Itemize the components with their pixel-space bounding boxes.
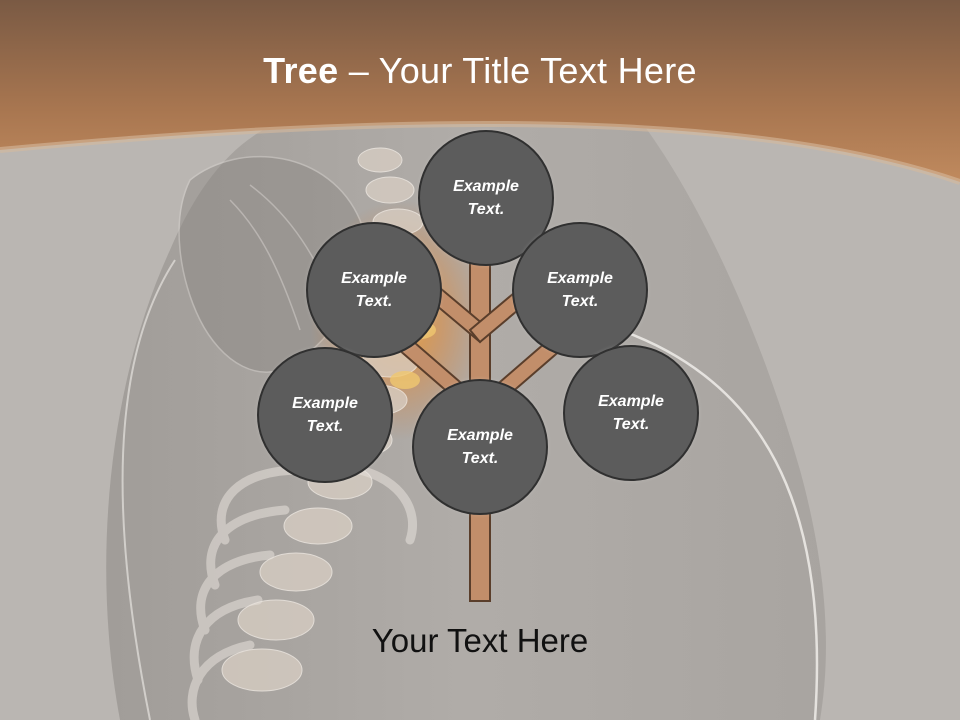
footer-text: Your Text Here <box>371 622 589 659</box>
tree-node-upper-left: Example Text. <box>306 222 442 358</box>
tree-node-center: Example Text. <box>412 379 548 515</box>
title-rest: – Your Title Text Here <box>338 50 697 91</box>
header-band <box>0 0 960 182</box>
tree-node-text: Example Text. <box>292 395 358 435</box>
title-bold: Tree <box>263 50 339 91</box>
tree-node-lower-right: Example Text. <box>563 345 699 481</box>
tree-node-text: Example Text. <box>453 178 519 218</box>
tree-node-text: Example Text. <box>341 270 407 310</box>
tree-node-upper-right: Example Text. <box>512 222 648 358</box>
tree-node-text: Example Text. <box>547 270 613 310</box>
slide-title: Tree – Your Title Text Here <box>0 50 960 92</box>
tree-node-lower-left: Example Text. <box>257 347 393 483</box>
tree-node-text: Example Text. <box>598 393 664 433</box>
tree-node-text: Example Text. <box>447 427 513 467</box>
